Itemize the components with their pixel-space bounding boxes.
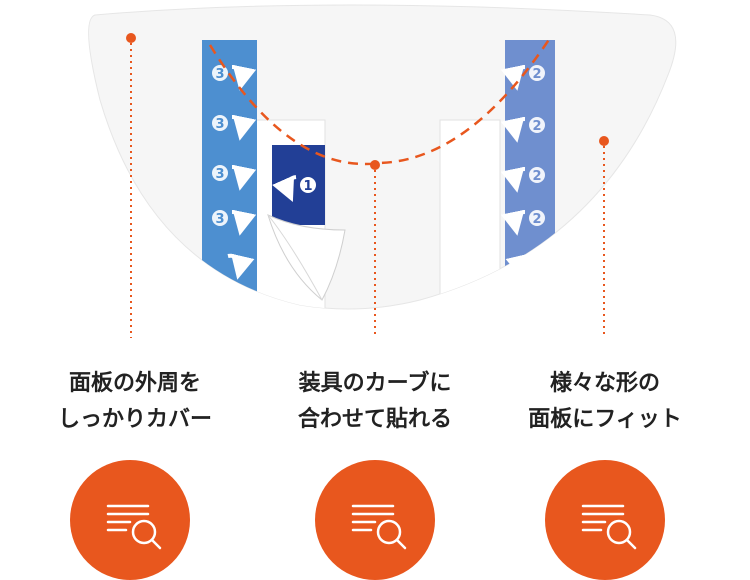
tape-left-number: 3 [215,67,224,82]
leader-line-2 [370,160,380,338]
leader-line-1 [126,33,136,338]
backing-right [439,119,501,309]
tape-left-labels: 3 3 3 3 [212,64,257,280]
center-tab-number: 1 [303,179,312,194]
tape-left-number: 3 [215,117,224,132]
tape-strip-left [202,40,257,309]
tape-right-number: 2 [532,212,541,227]
tape-right-number: 2 [532,67,541,82]
tape-right-labels: 2 2 2 2 [500,64,545,280]
caption-curve-fit: 装具のカーブに 合わせて貼れる [260,366,490,438]
curved-pad-illustration: 3 3 3 3 [88,4,677,338]
document-search-icon [70,460,190,580]
curve-guide-dashed-line [208,34,554,166]
caption-line: 様々な形の [549,371,660,396]
caption-line: 合わせて貼れる [297,407,452,432]
caption-shape-fit: 様々な形の 面板にフィット [490,366,720,438]
center-peel-tab: 1 [267,145,346,301]
pad-body [88,4,677,310]
caption-line: 装具のカーブに [298,371,452,396]
detail-button-outer-edge[interactable] [70,460,190,580]
tape-left-number: 3 [215,167,224,182]
document-search-icon [315,460,435,580]
caption-line: 面板の外周を [68,371,201,396]
caption-line: しっかりカバー [57,407,212,432]
tape-right-number: 2 [532,169,541,184]
caption-outer-edge: 面板の外周を しっかりカバー [20,366,250,438]
tape-right-number: 2 [532,119,541,134]
detail-button-shape-fit[interactable] [545,460,665,580]
caption-line: 面板にフィット [528,407,682,432]
tape-left-number: 3 [215,212,224,227]
tape-strip-right [505,40,555,309]
detail-button-curve-fit[interactable] [315,460,435,580]
document-search-icon [545,460,665,580]
leader-line-3 [599,136,609,338]
